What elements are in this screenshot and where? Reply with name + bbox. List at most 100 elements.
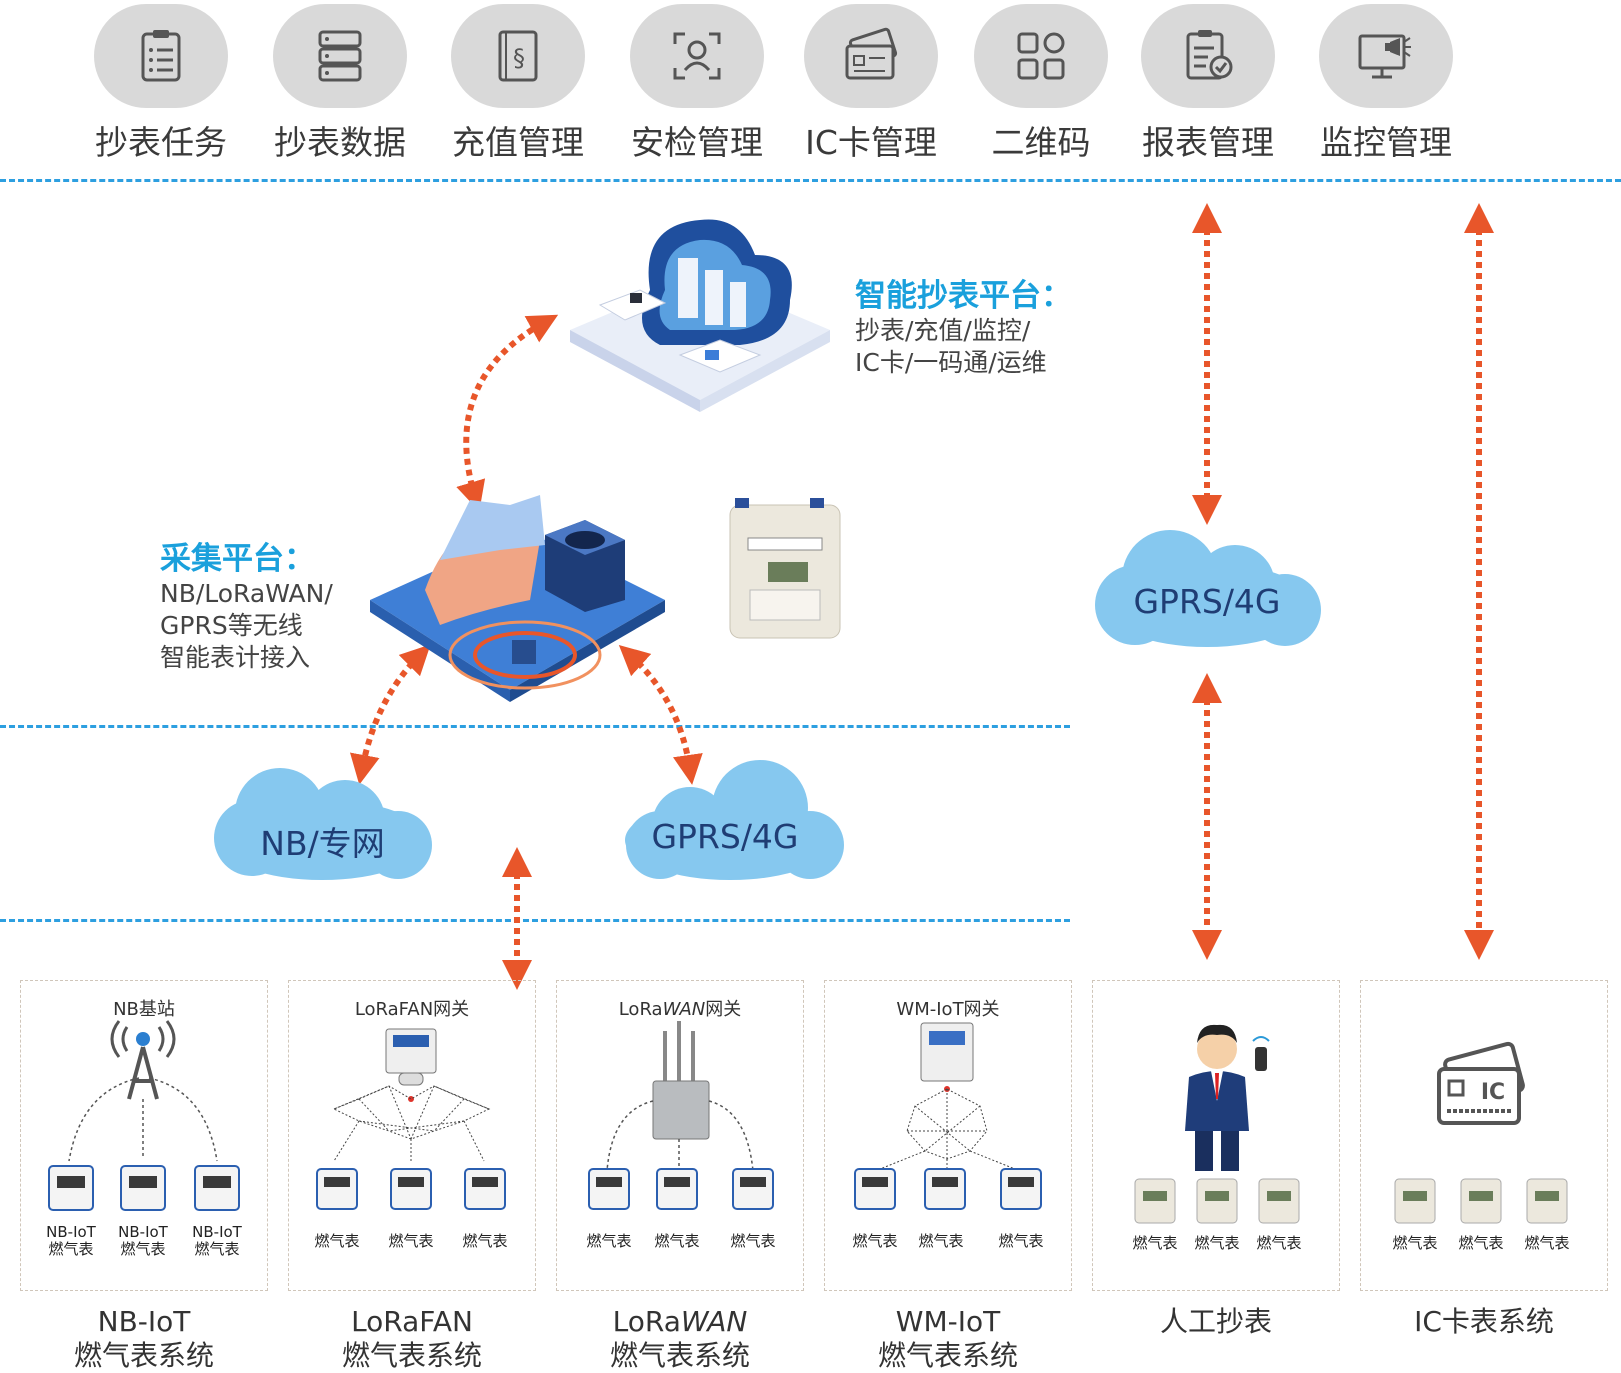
cloud-center-gprs bbox=[625, 760, 844, 880]
meter-label: 燃气表 bbox=[314, 1232, 360, 1250]
meter-reader-person-icon bbox=[1185, 1024, 1270, 1171]
arrow-collect-to-nb bbox=[349, 644, 431, 785]
arrow-collect-to-cloud bbox=[456, 314, 559, 512]
title-part: LoRa bbox=[618, 999, 663, 1020]
meter-label: 燃气表 bbox=[1256, 1234, 1302, 1252]
menu-label: 抄表数据 bbox=[274, 123, 406, 162]
separator-lower bbox=[0, 919, 1070, 922]
system-label-lorafan: LoRaFAN 燃气表系统 bbox=[341, 1305, 482, 1372]
monitor-alert-icon bbox=[1319, 4, 1453, 108]
menu-item-monitor[interactable]: 监控管理 bbox=[1311, 4, 1461, 164]
panel-nb-iot: NB基站 NB-IoT 燃气表 NB-IoT 燃气表 NB-IoT 燃气表 bbox=[20, 980, 268, 1291]
system-label-ic-card: IC卡表系统 bbox=[1414, 1305, 1554, 1338]
nb-meter-icon bbox=[120, 1165, 166, 1211]
meter-label: 燃气表 bbox=[918, 1232, 964, 1250]
wireless-meter-icon bbox=[316, 1168, 358, 1210]
smart-platform-line1: 抄表/充值/监控/ bbox=[855, 316, 1031, 345]
menu-item-report[interactable]: 报表管理 bbox=[1133, 4, 1283, 164]
menu-item-safety-check[interactable]: 安检管理 bbox=[622, 4, 772, 164]
nb-meter-icon bbox=[194, 1165, 240, 1211]
collect-platform-heading: 采集平台： bbox=[160, 541, 315, 577]
system-label-wm-iot: WM-IoT 燃气表系统 bbox=[877, 1305, 1018, 1372]
system-label-line2: 燃气表系统 bbox=[609, 1339, 750, 1372]
wm-iot-mesh-diagram bbox=[854, 1022, 1042, 1210]
collect-platform-text: 采集平台： NB/LoRaWAN/ GPRS等无线 智能表计接入 bbox=[160, 533, 333, 674]
collect-platform-illustration bbox=[370, 495, 665, 702]
system-label-part-italic: WAN bbox=[680, 1305, 748, 1338]
wireless-meter-icon bbox=[656, 1168, 698, 1210]
smart-platform-heading: 智能抄表平台： bbox=[855, 278, 1072, 314]
ic-card-icon bbox=[804, 4, 938, 108]
system-label-lorawan: LoRaWAN 燃气表系统 bbox=[556, 1305, 804, 1373]
separator-middle bbox=[0, 725, 1070, 728]
gas-meter-icon bbox=[1196, 1178, 1238, 1224]
lorafan-mesh-diagram bbox=[316, 1028, 506, 1210]
nb-meter-icon bbox=[48, 1165, 94, 1211]
menu-label: 报表管理 bbox=[1142, 123, 1274, 162]
meter-label: 燃气表 bbox=[1132, 1234, 1178, 1252]
title-part: 网关 bbox=[705, 999, 742, 1020]
cloud-label-nb: NB/专网 bbox=[260, 824, 385, 863]
panel-title: LoRaFAN网关 bbox=[354, 999, 470, 1020]
meter-label: NB-IoT 燃气表 bbox=[46, 1223, 96, 1258]
cloud-right-gprs bbox=[1095, 530, 1321, 647]
wireless-meter-icon bbox=[1000, 1168, 1042, 1210]
clipboard-list-icon bbox=[94, 4, 228, 108]
antenna-tower-icon bbox=[110, 1020, 176, 1100]
panel-ic-card: IC 燃气表 燃气表 燃气表 bbox=[1360, 980, 1608, 1291]
svg-text:§: § bbox=[513, 44, 525, 72]
meter-label: 燃气表 bbox=[998, 1232, 1044, 1250]
ic-card-icon: IC bbox=[1437, 1041, 1525, 1125]
gas-meter-icon bbox=[1526, 1178, 1568, 1224]
collect-platform-line1: NB/LoRaWAN/ bbox=[160, 579, 333, 608]
system-label-line1: LoRaWAN bbox=[556, 1305, 804, 1339]
gateway-device-icon bbox=[385, 1028, 437, 1086]
meter-label: 燃气表 bbox=[730, 1232, 776, 1250]
gas-meter-icon bbox=[1258, 1178, 1300, 1224]
wireless-meter-icon bbox=[732, 1168, 774, 1210]
gas-meter-illustration bbox=[729, 498, 841, 639]
menu-item-qr-code[interactable]: 二维码 bbox=[966, 4, 1116, 164]
gas-meter-icon bbox=[1460, 1178, 1502, 1224]
arrow-collect-to-gprs bbox=[618, 644, 703, 785]
cloud-nb-private bbox=[214, 768, 432, 880]
meter-label: 燃气表 bbox=[1524, 1234, 1570, 1252]
menu-item-meter-data[interactable]: 抄表数据 bbox=[265, 4, 415, 164]
menu-label: 充值管理 bbox=[452, 123, 584, 162]
svg-text:IC: IC bbox=[1481, 1080, 1505, 1105]
cloud-label-right-gprs: GPRS/4G bbox=[1133, 582, 1281, 621]
meter-label: NB-IoT 燃气表 bbox=[118, 1223, 168, 1258]
face-scan-icon bbox=[630, 4, 764, 108]
menu-item-meter-task[interactable]: 抄表任务 bbox=[86, 4, 236, 164]
menu-label: 安检管理 bbox=[631, 123, 763, 162]
panel-title: WM-IoT网关 bbox=[896, 999, 1000, 1020]
meter-label: 燃气表 bbox=[1458, 1234, 1504, 1252]
panel-title: LoRaWAN网关 bbox=[557, 995, 803, 1021]
meter-label: 燃气表 bbox=[852, 1232, 898, 1250]
smart-platform-text: 智能抄表平台： 抄表/充值/监控/ IC卡/一码通/运维 bbox=[855, 270, 1072, 379]
gas-meter-icon bbox=[1134, 1178, 1176, 1224]
gateway-device-icon bbox=[920, 1022, 974, 1082]
panel-lorafan: LoRaFAN网关 燃气表 燃气表 燃气表 bbox=[288, 980, 536, 1291]
menu-label: 抄表任务 bbox=[95, 123, 227, 162]
panel-lorawan: LoRaWAN网关 燃气表 燃气表 燃气表 bbox=[556, 980, 804, 1291]
wireless-meter-icon bbox=[464, 1168, 506, 1210]
meter-label: 燃气表 bbox=[654, 1232, 700, 1250]
wireless-meter-icon bbox=[588, 1168, 630, 1210]
menu-item-ic-card[interactable]: IC卡管理 bbox=[796, 4, 946, 164]
system-label-nb-iot: NB-IoT 燃气表系统 bbox=[73, 1305, 214, 1372]
menu-label: IC卡管理 bbox=[805, 123, 937, 162]
nb-base-station-diagram bbox=[48, 1020, 240, 1211]
qr-grid-icon bbox=[974, 4, 1108, 108]
collect-platform-line2: GPRS等无线 bbox=[160, 611, 303, 640]
meter-label: 燃气表 bbox=[388, 1232, 434, 1250]
menu-item-recharge[interactable]: § 充值管理 bbox=[443, 4, 593, 164]
wireless-meter-icon bbox=[854, 1168, 896, 1210]
manual-reading-diagram bbox=[1134, 1024, 1300, 1224]
meter-label: 燃气表 bbox=[1392, 1234, 1438, 1252]
outdoor-gateway-icon bbox=[652, 1021, 710, 1140]
system-label-manual: 人工抄表 bbox=[1159, 1305, 1272, 1338]
separator-top bbox=[0, 179, 1621, 182]
cloud-label-center-gprs: GPRS/4G bbox=[651, 817, 799, 856]
meter-label: 燃气表 bbox=[586, 1232, 632, 1250]
